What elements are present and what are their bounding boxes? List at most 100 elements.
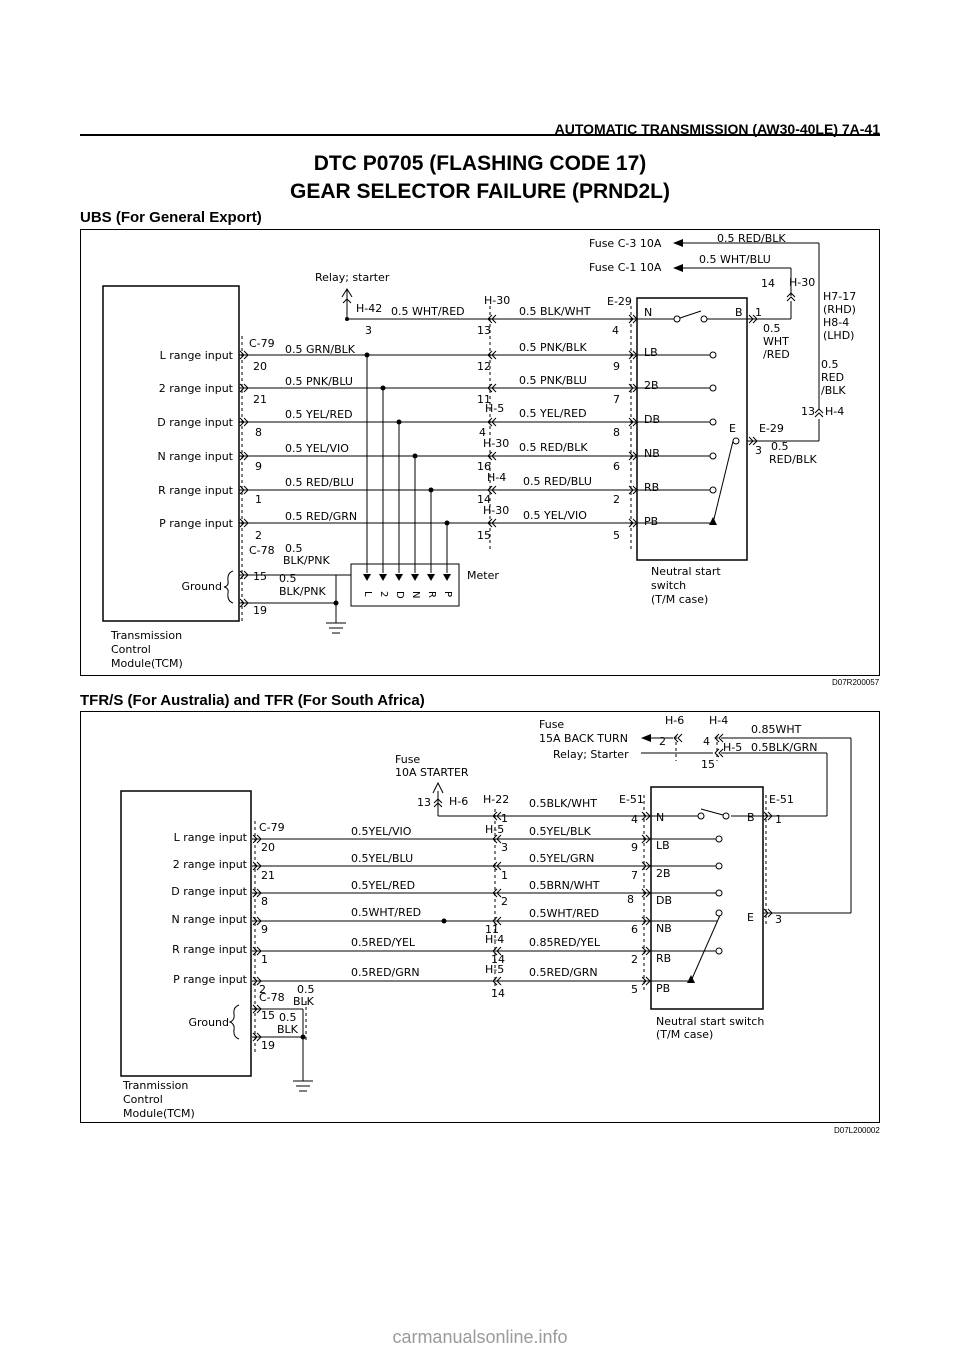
- conn-c78: C-78: [249, 544, 275, 557]
- wire-left: 0.5 RED/BLU: [285, 476, 354, 489]
- pin-mid: 2: [501, 895, 508, 908]
- wire-top-1: 0.5 WHT/RED: [391, 305, 465, 318]
- ground-pin-19: 19: [261, 1039, 275, 1052]
- tcm-label-2: Control: [123, 1093, 163, 1106]
- meter-letter: D: [394, 591, 405, 599]
- wire-right: 0.5WHT/RED: [529, 907, 599, 920]
- input-label: N range input: [157, 450, 233, 463]
- fuse-pin-15: 15: [701, 758, 715, 771]
- sw-pin: NB: [644, 447, 660, 460]
- tcm-label-3: Module(TCM): [123, 1107, 195, 1120]
- wire-right: 0.5 PNK/BLK: [519, 341, 587, 354]
- switch-pin-e: 3: [775, 913, 782, 926]
- pin-h22: 1: [501, 812, 508, 825]
- input-label: L range input: [160, 349, 234, 362]
- fuse-back-1: Fuse: [539, 718, 564, 731]
- pin-right: 2: [631, 953, 638, 966]
- pin-tcm: 20: [261, 841, 275, 854]
- conn-label: H-30: [483, 504, 509, 517]
- conn-h42: H-42: [356, 302, 382, 315]
- conn-e29-right: E-29: [759, 422, 784, 435]
- wire-right: 0.5 PNK/BLU: [519, 374, 587, 387]
- h7-label-2: (RHD): [823, 303, 856, 316]
- pin-tcm: 20: [253, 360, 267, 373]
- wire-left: 0.5 YEL/RED: [285, 408, 353, 421]
- wire-h4-3: /BLK: [821, 384, 846, 397]
- switch-b: B: [735, 306, 743, 319]
- wire-left: 0.5WHT/RED: [351, 906, 421, 919]
- pin-right: 7: [631, 869, 638, 882]
- pin-mid: 14: [491, 987, 505, 1000]
- wire-right: 0.85RED/YEL: [529, 936, 601, 949]
- wire-right: 0.5BRN/WHT: [529, 879, 600, 892]
- pin-e29-top: 4: [612, 324, 619, 337]
- pin-right: 6: [631, 923, 638, 936]
- ground-wire-top-2: BLK: [293, 995, 315, 1008]
- wire-left: 0.5 RED/GRN: [285, 510, 357, 523]
- wire-right: 0.5RED/GRN: [529, 966, 598, 979]
- conn-label: H-30: [483, 437, 509, 450]
- wire-left: 0.5YEL/VIO: [351, 825, 412, 838]
- pin-tcm: 8: [261, 895, 268, 908]
- range-rows-2: L range input 20 0.5YEL/VIO H-5 3 0.5YEL…: [171, 823, 672, 1000]
- pin-tcm: 21: [253, 393, 267, 406]
- meter-letter: L: [362, 591, 373, 597]
- switch-pin-b: 1: [775, 813, 782, 826]
- pin-tcm: 9: [255, 460, 262, 473]
- pin-mid: 12: [477, 360, 491, 373]
- ground-wire-top-2: BLK/PNK: [283, 554, 330, 567]
- input-label: P range input: [173, 973, 248, 986]
- wire-left: 0.5 YEL/VIO: [285, 442, 349, 455]
- pin-h42: 3: [365, 324, 372, 337]
- wire-e-1: 0.5: [771, 440, 789, 453]
- ground-wire: 0.5: [279, 1011, 297, 1024]
- sw-pin: DB: [656, 894, 672, 907]
- tcm-label-1: Transmission: [110, 629, 182, 642]
- wire-b-2: WHT: [763, 335, 789, 348]
- conn-c79: C-79: [249, 337, 275, 350]
- wire-relay: 0.5BLK/GRN: [751, 741, 817, 754]
- sw-pin: RB: [644, 481, 659, 494]
- sw-n: N: [644, 306, 652, 319]
- wire-left: 0.5RED/GRN: [351, 966, 420, 979]
- sw-pin: NB: [656, 922, 672, 935]
- conn-label: H-5: [485, 823, 504, 836]
- title-line-1: DTC P0705 (FLASHING CODE 17): [313, 152, 647, 175]
- pin-13: 13: [801, 405, 815, 418]
- sw-pin: PB: [644, 515, 658, 528]
- conn-h5-top: H-5: [723, 741, 742, 754]
- pin-h30-top: 13: [477, 324, 491, 337]
- diagram1-heading: UBS (For General Export): [80, 209, 262, 226]
- range-rows-1: L range input 20 0.5 GRN/BLK 12 0.5 PNK/…: [157, 341, 660, 542]
- pin-mid: 1: [501, 869, 508, 882]
- diagram2-code: D07L200002: [834, 1126, 880, 1135]
- pin-tcm: 21: [261, 869, 275, 882]
- wire-right: 0.5 RED/BLK: [519, 441, 588, 454]
- pin-tcm: 1: [255, 493, 262, 506]
- ground-wire-top: 0.5: [297, 983, 315, 996]
- meter-letter: P: [442, 591, 453, 597]
- wire-left: 0.5 GRN/BLK: [285, 343, 356, 356]
- wire-right: 0.5 YEL/RED: [519, 407, 587, 420]
- pin-mid: 14: [477, 493, 491, 506]
- diagram2-frame: Tranmission Control Module(TCM) Ground F…: [80, 711, 880, 1123]
- conn-h6: H-6: [449, 795, 468, 808]
- ground-pin-19: 19: [253, 604, 267, 617]
- pin-mid: 16: [477, 460, 491, 473]
- pin-right: 8: [627, 893, 634, 906]
- input-label: P range input: [159, 517, 234, 530]
- pin-mid: 11: [485, 923, 499, 936]
- ground-wire-top: 0.5: [285, 542, 303, 555]
- wire-fuse-c3: 0.5 RED/BLK: [717, 232, 786, 245]
- relay-label: Relay; Starter: [553, 748, 629, 761]
- pin-right: 8: [613, 426, 620, 439]
- wire-left: 0.5YEL/BLU: [351, 852, 413, 865]
- wire-right: 0.5 YEL/VIO: [523, 509, 587, 522]
- conn-h6-top: H-6: [665, 714, 684, 727]
- conn-e51: E-51: [619, 793, 644, 806]
- input-label: R range input: [172, 943, 248, 956]
- pin-right: 9: [613, 360, 620, 373]
- conn-e29: E-29: [607, 295, 632, 308]
- conn-h4-right: H-4: [825, 405, 844, 418]
- fuse-pin-2: 2: [659, 735, 666, 748]
